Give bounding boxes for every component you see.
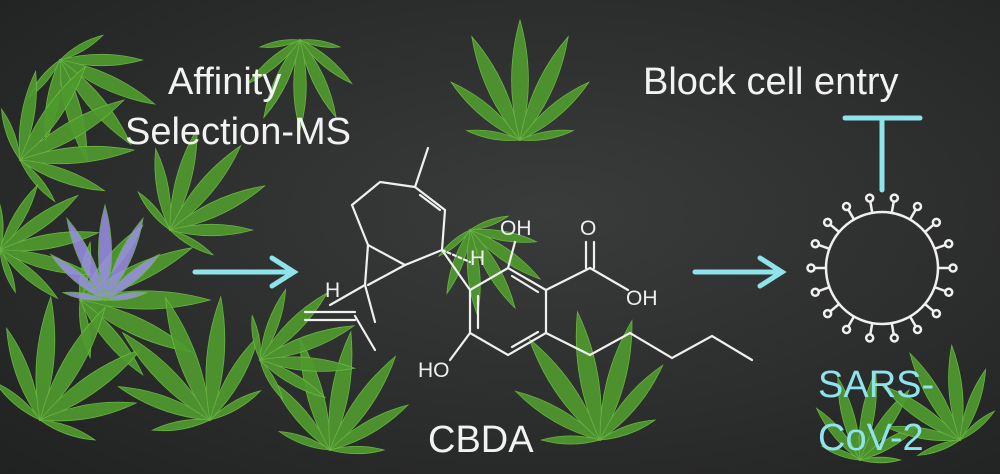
spike-protein-icon <box>890 200 896 214</box>
atom-ho-bottom: HO <box>418 359 450 382</box>
spike-tip-icon <box>943 238 954 249</box>
spike-protein-icon <box>890 322 896 336</box>
spike-tip-icon <box>822 308 833 319</box>
cannabis-leaf-icon <box>437 215 542 317</box>
cannabis-leaf-icon <box>137 127 267 256</box>
spike-tip-icon <box>931 308 942 319</box>
atom-acid-oh: OH <box>626 287 658 310</box>
spike-protein-icon <box>908 315 918 328</box>
spike-tip-icon <box>841 201 852 212</box>
spike-protein-icon <box>817 285 830 293</box>
spike-tip-icon <box>810 287 821 298</box>
spike-protein-icon <box>829 303 840 313</box>
atom-carbonyl-o: O <box>580 217 597 240</box>
cannabis-leaf-icon <box>251 288 357 401</box>
effect-label: Block cell entry <box>643 61 899 103</box>
spike-tip-icon <box>889 193 900 203</box>
spike-tip-icon <box>822 217 833 228</box>
virus-label-line1: SARS- <box>818 364 935 406</box>
spike-protein-icon <box>934 285 947 293</box>
spike-tip-icon <box>841 324 852 335</box>
spike-protein-icon <box>868 200 874 214</box>
atom-h-right: H <box>470 247 486 270</box>
spike-protein-icon <box>846 208 856 221</box>
spike-tip-icon <box>864 333 875 343</box>
atom-h-left: H <box>325 279 341 302</box>
virus-icon <box>806 193 958 343</box>
cannabis-leaf-icon <box>116 295 262 432</box>
spike-protein-icon <box>934 243 947 251</box>
spike-tip-icon <box>912 201 923 212</box>
spike-tip-icon <box>806 263 816 273</box>
spike-protein-icon <box>924 303 935 313</box>
spike-protein-icon <box>924 223 935 233</box>
compound-label: CBDA <box>428 419 534 461</box>
method-label-line2: Selection-MS <box>125 111 351 153</box>
spike-tip-icon <box>948 263 958 273</box>
cannabis-leaf-icon <box>880 343 996 456</box>
cannabis-leaf-icon <box>815 369 920 464</box>
spike-protein-icon <box>846 315 856 328</box>
cannabis-leaf-icon <box>514 310 664 445</box>
spike-tip-icon <box>943 287 954 298</box>
cannabis-leaf-icon <box>0 295 143 441</box>
spike-tip-icon <box>864 193 875 203</box>
spike-protein-icon <box>817 243 830 251</box>
arrow-icon <box>192 115 923 289</box>
cannabis-leaf-icon <box>49 203 161 302</box>
cannabis-leaf-icon <box>449 18 591 142</box>
cannabis-leaf-icon <box>247 38 353 132</box>
spike-tip-icon <box>810 238 821 249</box>
spike-protein-icon <box>829 223 840 233</box>
method-label-line1: Affinity <box>168 61 282 103</box>
cannabis-leaf-icon <box>0 183 100 300</box>
atom-oh-top: OH <box>500 217 532 240</box>
spike-tip-icon <box>931 217 942 228</box>
spike-protein-icon <box>868 322 874 336</box>
spike-tip-icon <box>889 333 900 343</box>
virus-label-line2: CoV-2 <box>818 417 924 459</box>
spike-tip-icon <box>912 324 923 335</box>
cannabis-leaf-icon <box>1 65 136 203</box>
spike-protein-icon <box>908 208 918 221</box>
